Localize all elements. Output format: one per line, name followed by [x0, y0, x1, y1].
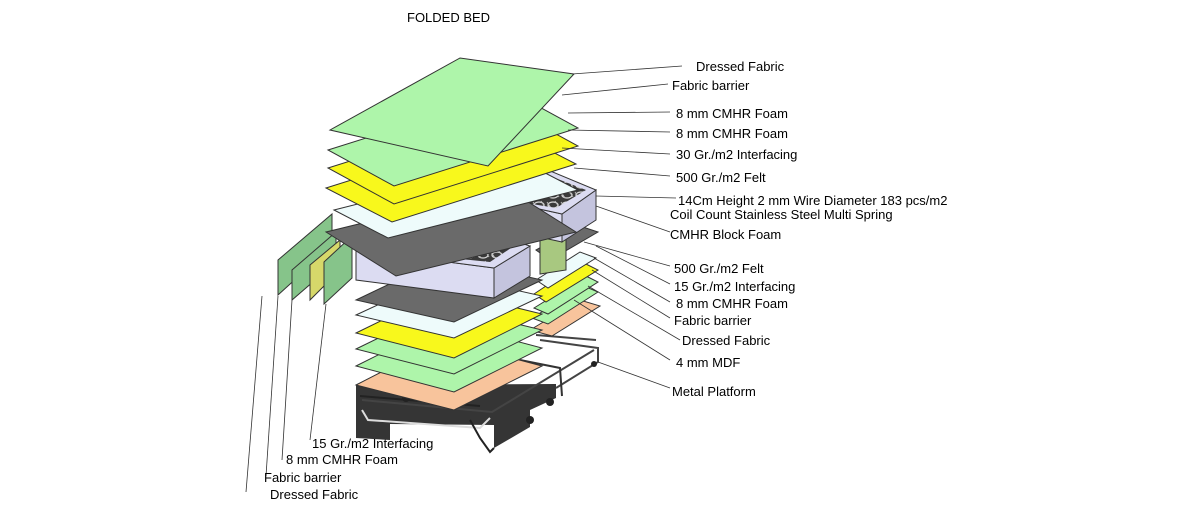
leader-lines-right: [561, 65, 683, 389]
diagram-title: FOLDED BED: [407, 10, 491, 25]
label-cmhr-block-foam: CMHR Block Foam: [670, 227, 782, 242]
label-cmhr-foam-2: 8 mm CMHR Foam: [676, 126, 788, 141]
label-left-dressed-fabric: Dressed Fabric: [270, 487, 359, 502]
label-dressed-fabric-bottom: Dressed Fabric: [682, 333, 771, 348]
label-fabric-barrier-bottom: Fabric barrier: [674, 313, 752, 328]
metal-platform: [356, 334, 599, 454]
label-cmhr-foam-bottom: 8 mm CMHR Foam: [676, 296, 788, 311]
label-metal-platform: Metal Platform: [672, 384, 756, 399]
label-interfacing-15: 15 Gr./m2 Interfacing: [674, 279, 796, 294]
label-left-cmhr-foam: 8 mm CMHR Foam: [286, 452, 398, 467]
label-cmhr-foam-1: 8 mm CMHR Foam: [676, 106, 788, 121]
left-panel-interfacing: [323, 234, 353, 306]
label-felt-500-top: 500 Gr./m2 Felt: [676, 170, 766, 185]
label-spring-spec-line-1: 14Cm Height 2 mm Wire Diameter 183 pcs/m…: [678, 193, 948, 208]
label-fabric-barrier-top: Fabric barrier: [672, 78, 750, 93]
label-left-fabric-barrier: Fabric barrier: [264, 470, 342, 485]
label-mdf: 4 mm MDF: [676, 355, 741, 370]
leader-lines-left: [245, 295, 327, 493]
label-felt-500-bottom: 500 Gr./m2 Felt: [674, 261, 764, 276]
label-spring-spec-line-2: Coil Count Stainless Steel Multi Spring: [670, 207, 893, 222]
label-interfacing-30: 30 Gr./m2 Interfacing: [676, 147, 798, 162]
label-dressed-fabric-top: Dressed Fabric: [696, 59, 785, 74]
label-left-interfacing: 15 Gr./m2 Interfacing: [312, 436, 434, 451]
